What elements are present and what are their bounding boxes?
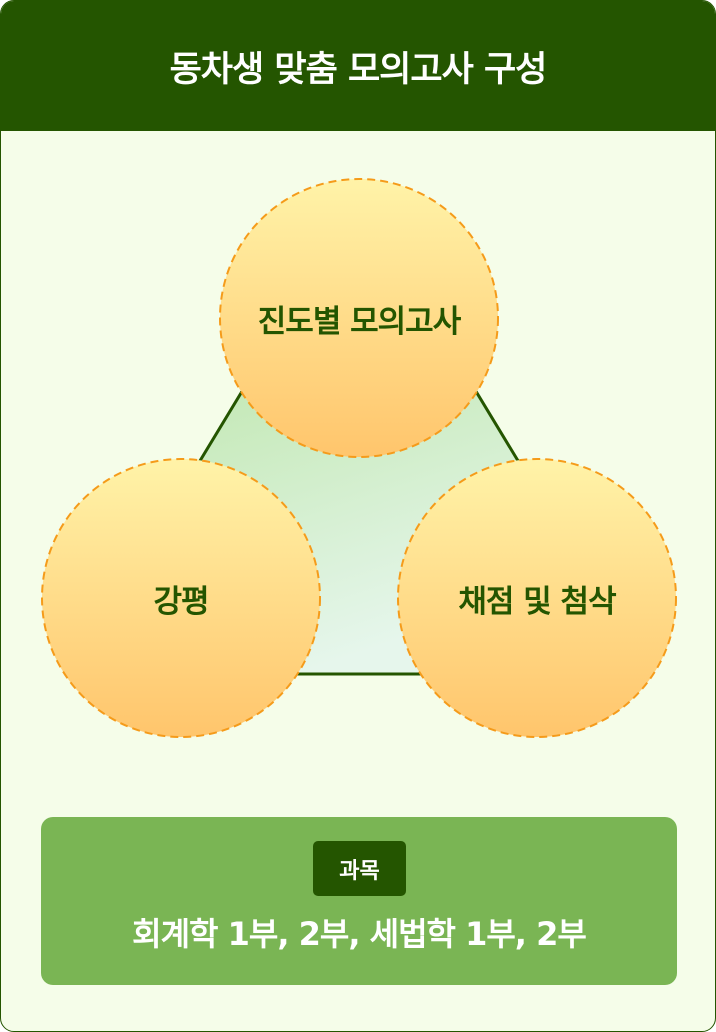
circle-left-label: 강평 — [153, 583, 209, 620]
circle-right — [397, 458, 677, 738]
circle-right-label: 채점 및 첨삭 — [458, 583, 616, 620]
circle-left — [41, 458, 321, 738]
subject-badge: 과목 — [313, 841, 406, 896]
circle-top-label: 진도별 모의고사 — [257, 303, 461, 340]
header: 동차생 맞춤 모의고사 구성 — [1, 1, 715, 131]
page-title: 동차생 맞춤 모의고사 구성 — [169, 49, 548, 90]
subject-box: 과목 회계학 1부, 2부, 세법학 1부, 2부 — [41, 817, 677, 985]
subject-list: 회계학 1부, 2부, 세법학 1부, 2부 — [132, 915, 587, 953]
circle-top — [219, 178, 499, 458]
